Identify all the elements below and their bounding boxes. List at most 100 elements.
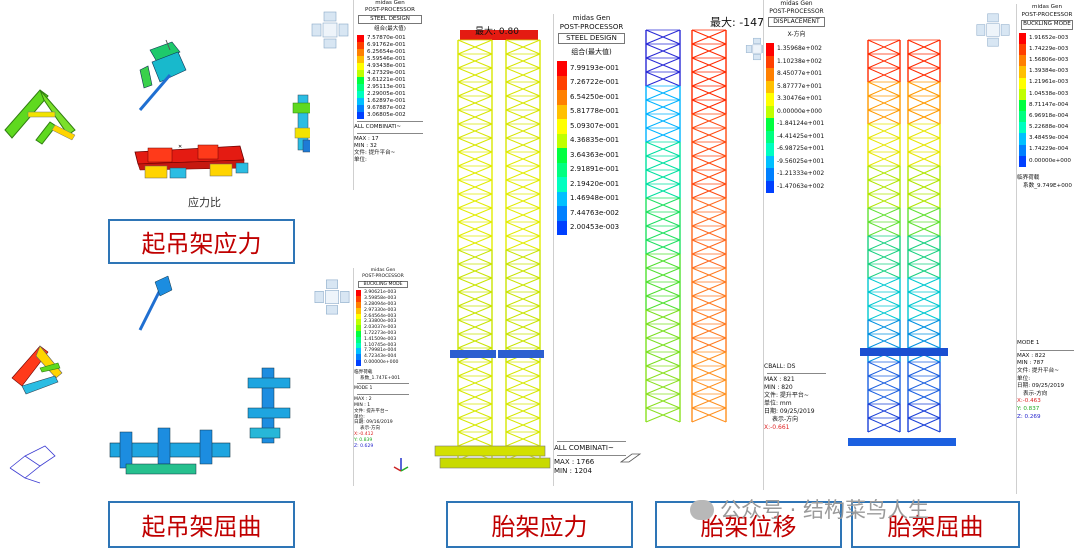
frame-disp-peak-label: 最大: -147 [710, 16, 765, 29]
view-navigation-cube-4[interactable] [975, 12, 1011, 48]
view-navigation-cube[interactable] [310, 10, 350, 50]
legend-row: 1.41509e-003 [356, 336, 412, 343]
legend-value: 1.72273e-003 [364, 330, 397, 336]
legend-row: 4.27329e-001 [357, 70, 426, 77]
legend-frame-disp: midas Gen POST-PROCESSOR DISPLACEMENT X-… [763, 0, 829, 490]
axis-triad-icon [393, 458, 409, 472]
legend-swatch [1019, 77, 1026, 89]
legend-value: 3.30476e+001 [777, 95, 822, 103]
legend-value: 3.90621e-003 [364, 290, 397, 296]
svg-text:✕: ✕ [178, 144, 182, 150]
buck-tower-left [867, 39, 901, 433]
buckling-outline-model [9, 445, 56, 484]
legend-row: 7.57870e-001 [357, 35, 426, 42]
legend-row: 1.39384e-003 [1019, 66, 1077, 78]
lifting-stress-model-view: ✕ [4, 39, 310, 179]
legend-frame-stress: midas Gen POST-PROCESSOR STEEL DESIGN 组合… [553, 14, 629, 486]
legend-swatch [766, 155, 774, 168]
lifting-cross-model [292, 94, 310, 153]
buckling-cross-model [247, 367, 291, 444]
legend-frame-buckling: midas Gen POST-PROCESSOR BUCKLING MODE 1… [1016, 4, 1077, 494]
legend-row: 1.10745e-003 [356, 342, 412, 349]
legend-swatch [356, 290, 361, 297]
legend-value: -4.41425e+001 [777, 132, 825, 140]
legend-value: 8.45077e+001 [777, 70, 822, 78]
legend-swatch [766, 118, 774, 131]
caption-frame-stress: 胎架应力 [446, 501, 633, 548]
legend-row: 6.96918e-004 [1019, 111, 1077, 123]
legend-value: 1.74229e-004 [1029, 146, 1069, 153]
legend-value: 2.33800e-003 [364, 319, 397, 325]
legend-value: 5.09307e-001 [570, 121, 620, 130]
legend-value: 1.21961e-003 [1029, 79, 1069, 86]
legend-swatch [357, 42, 364, 49]
caption-frame-disp: 胎架位移 [655, 501, 842, 548]
legend-swatch [1019, 32, 1026, 44]
truss-left-model [4, 89, 76, 145]
legend-row: -1.47063e+002 [766, 180, 829, 193]
wechat-icon [690, 500, 714, 520]
legend-row: 4.72343e-004 [356, 354, 412, 360]
legend-swatch [766, 55, 774, 68]
legend-value: 0.00000e+000 [777, 107, 822, 115]
buck-tower-right [907, 39, 941, 433]
legend-swatch [356, 348, 361, 355]
legend-row: 1.10238e+002 [766, 55, 829, 68]
legend-swatch [357, 35, 364, 42]
legend-row: 1.74229e-003 [1019, 43, 1077, 56]
stress-cap [460, 30, 538, 40]
legend-value: 2.95113e-001 [367, 84, 406, 90]
legend-swatch [356, 313, 361, 320]
legend-value: 9.67887e-002 [367, 105, 406, 111]
buckling-arm-model [138, 275, 173, 331]
legend-row: 9.67887e-002 [357, 105, 426, 112]
legend-value: 4.27329e-001 [367, 70, 406, 76]
legend-row: 6.91762e-001 [357, 42, 426, 49]
legend-value: 3.61221e-001 [367, 77, 406, 83]
legend-value: 2.64564e-003 [364, 313, 397, 319]
view-navigation-cube-2[interactable] [313, 278, 351, 316]
lifting-beam-stress-model: ✕ [134, 144, 249, 179]
stress-base-2 [439, 457, 551, 469]
legend-swatch [1019, 66, 1026, 78]
legend-row: 0.00000e+000 [356, 359, 412, 366]
legend-swatch [766, 130, 774, 143]
legend-row: 2.33800e-003 [356, 319, 412, 326]
legend-value: 2.03037e-003 [364, 325, 397, 331]
legend-row: 2.03037e-003 [356, 325, 412, 331]
buck-mid-band [860, 348, 948, 356]
legend-value: 5.81778e-001 [570, 107, 620, 116]
legend-row: 8.45077e+001 [766, 68, 829, 81]
legend-row: 6.25654e-001 [357, 49, 426, 56]
caption-frame-buckling: 胎架屈曲 [851, 501, 1020, 548]
legend-swatch [1019, 155, 1026, 168]
legend-swatch [356, 359, 361, 366]
legend-row: 3.90621e-003 [356, 290, 412, 297]
legend-swatch [356, 354, 361, 360]
legend-swatch [356, 319, 361, 326]
legend-swatch [357, 63, 364, 70]
legend-row: 2.64564e-003 [356, 313, 412, 320]
stress-mid-band-right [498, 350, 544, 358]
legend-row: 3.30476e+001 [766, 93, 829, 106]
stress-ratio-label: 应力比 [188, 196, 221, 209]
frame-buckling-model-view [848, 39, 956, 446]
legend-swatch [766, 105, 774, 118]
legend-value: 6.25654e-001 [367, 49, 406, 55]
stress-mid-band-left [450, 350, 496, 358]
legend-row: 4.93438e-001 [357, 63, 426, 70]
legend-swatch [557, 133, 567, 148]
legend-value: 2.19420e-001 [570, 179, 620, 188]
legend-value: 5.22688e-004 [1029, 124, 1069, 131]
disp-tower-left [645, 29, 681, 423]
legend-row: -9.56025e+001 [766, 155, 829, 168]
legend-swatch [557, 61, 567, 76]
legend-swatch [1019, 99, 1026, 112]
legend-value: 6.54250e-001 [570, 92, 620, 101]
legend-value: 1.74229e-003 [1029, 45, 1069, 52]
legend-value: 1.56806e-003 [1029, 56, 1069, 63]
legend-swatch [357, 105, 364, 112]
legend-value: 2.00453e-003 [570, 223, 620, 232]
